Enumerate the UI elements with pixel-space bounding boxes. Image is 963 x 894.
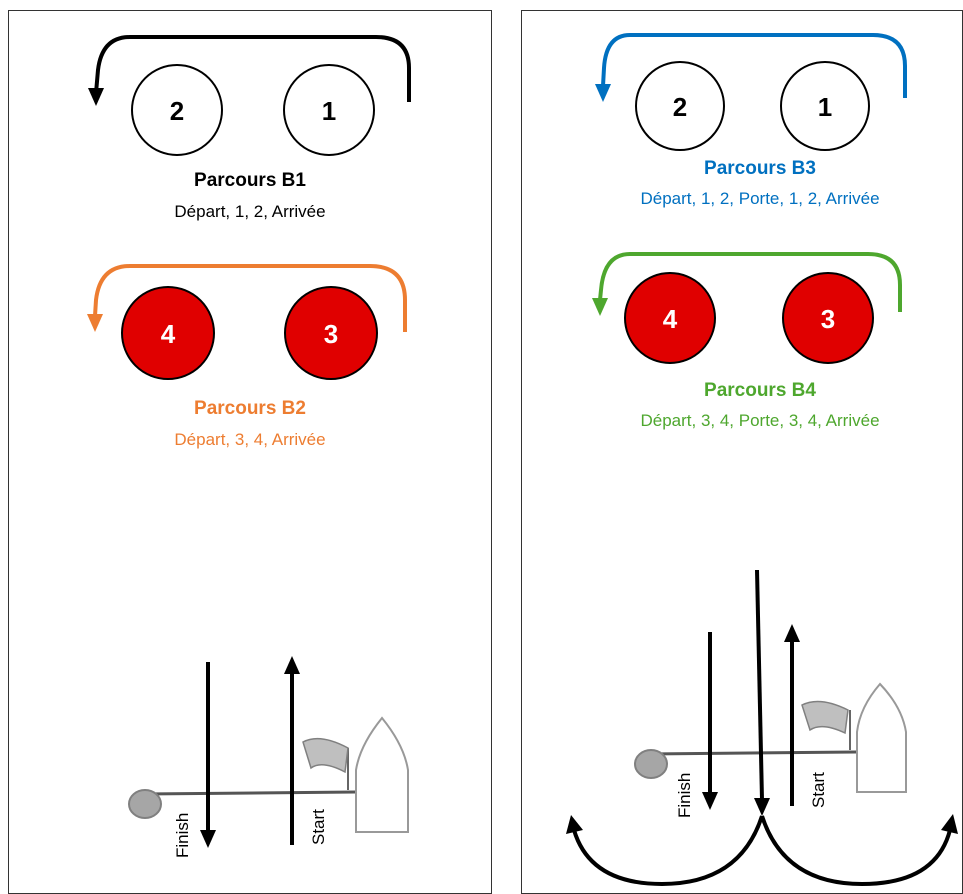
mark-3-buoy-b4: 3 <box>782 272 874 364</box>
finish-label-right: Finish <box>675 773 694 818</box>
finish-arrow-down-right <box>702 632 718 810</box>
mark-4-buoy: 4 <box>121 286 215 380</box>
mark-1-buoy-b3: 1 <box>780 61 870 151</box>
mark-4-buoy-b4: 4 <box>624 272 716 364</box>
course-b2-title: Parcours B2 <box>194 398 306 419</box>
course-b4-arrow <box>592 252 902 316</box>
mark-4-label-b4: 4 <box>663 304 678 334</box>
mark-2-buoy-b3: 2 <box>635 61 725 151</box>
finish-arrow-down <box>200 662 216 848</box>
course-b1-arrow <box>88 35 411 106</box>
flag-icon <box>302 737 349 790</box>
gate-turn-left-arrow <box>566 815 764 887</box>
mark-1-label: 1 <box>322 96 336 126</box>
mark-1-buoy: 1 <box>283 64 375 156</box>
course-b3-sequence: Départ, 1, 2, Porte, 1, 2, Arrivée <box>640 189 880 208</box>
panel-courses-b3-b4 <box>521 10 963 894</box>
course-b3-title: Parcours B3 <box>704 158 816 179</box>
mark-3-label-b4: 3 <box>821 304 835 334</box>
mark-2-label: 2 <box>170 96 184 126</box>
start-finish-line-right <box>647 750 857 756</box>
course-b4-title: Parcours B4 <box>704 380 816 401</box>
gate-turn-right-arrow <box>760 814 958 887</box>
start-label-right: Start <box>809 772 828 808</box>
mark-2-buoy: 2 <box>131 64 223 156</box>
start-finish-line <box>143 790 357 796</box>
course-b1-sequence: Départ, 1, 2, Arrivée <box>174 202 326 221</box>
course-b1-title: Parcours B1 <box>194 170 306 191</box>
course-b2-sequence: Départ, 3, 4, Arrivée <box>174 430 326 449</box>
course-b4-sequence: Départ, 3, 4, Porte, 3, 4, Arrivée <box>640 411 880 430</box>
boat-icon-right <box>856 682 907 793</box>
mark-4-label: 4 <box>161 319 176 349</box>
start-label: Start <box>309 809 328 845</box>
start-arrow-up-right <box>784 624 800 806</box>
pin-buoy-icon-right <box>634 749 668 779</box>
mark-3-label: 3 <box>324 319 338 349</box>
start-arrow-up <box>284 656 300 845</box>
finish-label: Finish <box>173 813 192 858</box>
mark-1-label-b3: 1 <box>818 92 832 122</box>
course-b2-arrow <box>87 264 407 332</box>
panel-courses-b1-b2 <box>8 10 492 894</box>
mark-3-buoy: 3 <box>284 286 378 380</box>
pin-buoy-icon <box>128 789 162 819</box>
boat-icon <box>355 716 409 833</box>
mark-2-label-b3: 2 <box>673 92 687 122</box>
flag-icon-right <box>801 700 851 750</box>
course-b3-arrow <box>595 33 907 102</box>
gate-arrow-down <box>754 569 770 816</box>
